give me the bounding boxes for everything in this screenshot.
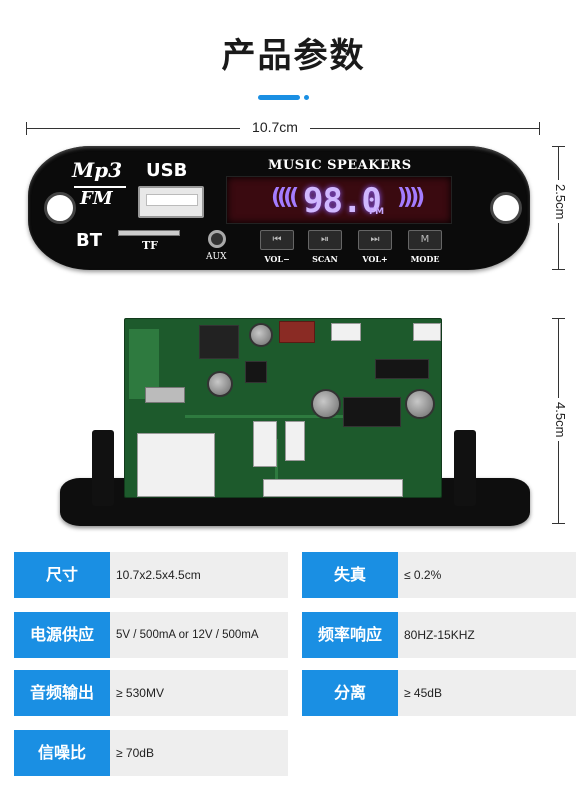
front-panel: Mp3 FM BT USB TF AUX MUSIC SPEAKERS ((((… [28, 146, 530, 270]
mode-label: MODE [410, 254, 440, 264]
spec-row-audio-output: 音频输出 ≥ 530MV [14, 670, 288, 716]
spec-label: 频率响应 [302, 612, 398, 658]
brand-fm: FM [80, 188, 113, 209]
scan-label: SCAN [312, 254, 338, 264]
mount-bracket-left [92, 430, 114, 506]
spec-row-power-supply: 电源供应 5V / 500mA or 12V / 500mA [14, 612, 288, 658]
title-underline [258, 95, 300, 100]
capacitor [405, 389, 435, 419]
mount-hole-right [490, 192, 522, 224]
aux-label: AUX [206, 252, 227, 262]
spec-label: 分离 [302, 670, 398, 716]
page-title: 产品参数 [221, 36, 366, 76]
display-frequency: 98.0 [303, 181, 382, 221]
mount-bracket-right [454, 430, 476, 506]
capacitor [249, 323, 273, 347]
inductor-chip [199, 325, 239, 359]
title-underline-dot [304, 95, 309, 100]
spec-value: ≤ 0.2% [398, 552, 576, 598]
vol-up-button[interactable]: ⏭ [358, 230, 392, 250]
pcb-trace [185, 415, 385, 418]
mount-hole-left [44, 192, 76, 224]
tf-label: TF [142, 239, 158, 252]
lcd-display: (((( 98.0 FM )))) [226, 176, 452, 224]
display-unit: FM [369, 207, 385, 217]
spec-value: ≥ 530MV [110, 670, 288, 716]
circuit-board-image [124, 318, 442, 498]
ribbon-connector [263, 479, 403, 497]
brand-divider [74, 186, 126, 188]
red-connector [279, 321, 315, 343]
spec-row-size: 尺寸 10.7x2.5x4.5cm [14, 552, 288, 598]
spec-value: 80HZ-15KHZ [398, 612, 576, 658]
spec-row-frequency-response: 频率响应 80HZ-15KHZ [302, 612, 576, 658]
ic-chip [375, 359, 429, 379]
spec-value: 10.7x2.5x4.5cm [110, 552, 288, 598]
spec-row-snr: 信噪比 ≥ 70dB [14, 730, 288, 776]
white-connector [331, 323, 361, 341]
signal-wave-right-icon: )))) [397, 185, 425, 210]
usb-port [138, 186, 204, 218]
signal-wave-left-icon: (((( [271, 185, 299, 210]
white-connector [413, 323, 441, 341]
capacitor [207, 371, 233, 397]
spec-value: 5V / 500mA or 12V / 500mA [110, 612, 288, 658]
width-dimension-label: 10.7cm [240, 119, 310, 135]
white-connector [253, 421, 277, 467]
spec-value: ≥ 45dB [398, 670, 576, 716]
spec-label: 尺寸 [14, 552, 110, 598]
white-connector [285, 421, 305, 461]
ic-chip [245, 361, 267, 383]
amplifier-chip [343, 397, 401, 427]
spec-label: 信噪比 [14, 730, 110, 776]
depth-dimension-label: 4.5cm [548, 398, 568, 442]
spec-label: 失真 [302, 552, 398, 598]
spec-label: 电源供应 [14, 612, 110, 658]
vol-down-label: VOL− [264, 254, 290, 264]
spec-value: ≥ 70dB [110, 730, 288, 776]
spec-row-distortion: 失真 ≤ 0.2% [302, 552, 576, 598]
usb-label: USB [146, 160, 188, 181]
spec-label: 音频输出 [14, 670, 110, 716]
tf-card-slot [118, 230, 180, 236]
capacitor [311, 389, 341, 419]
crystal-oscillator [145, 387, 185, 403]
vol-down-button[interactable]: ⏮ [260, 230, 294, 250]
mode-button[interactable]: M [408, 230, 442, 250]
music-speakers-label: MUSIC SPEAKERS [268, 158, 412, 173]
panel-height-dimension-label: 2.5cm [548, 180, 568, 224]
vol-up-label: VOL+ [362, 254, 388, 264]
brand-mp3: Mp3 [72, 158, 123, 182]
aux-jack [208, 230, 226, 248]
spec-row-separation: 分离 ≥ 45dB [302, 670, 576, 716]
bt-label: BT [76, 230, 102, 251]
usb-socket [137, 433, 215, 497]
scan-button[interactable]: ⏯ [308, 230, 342, 250]
